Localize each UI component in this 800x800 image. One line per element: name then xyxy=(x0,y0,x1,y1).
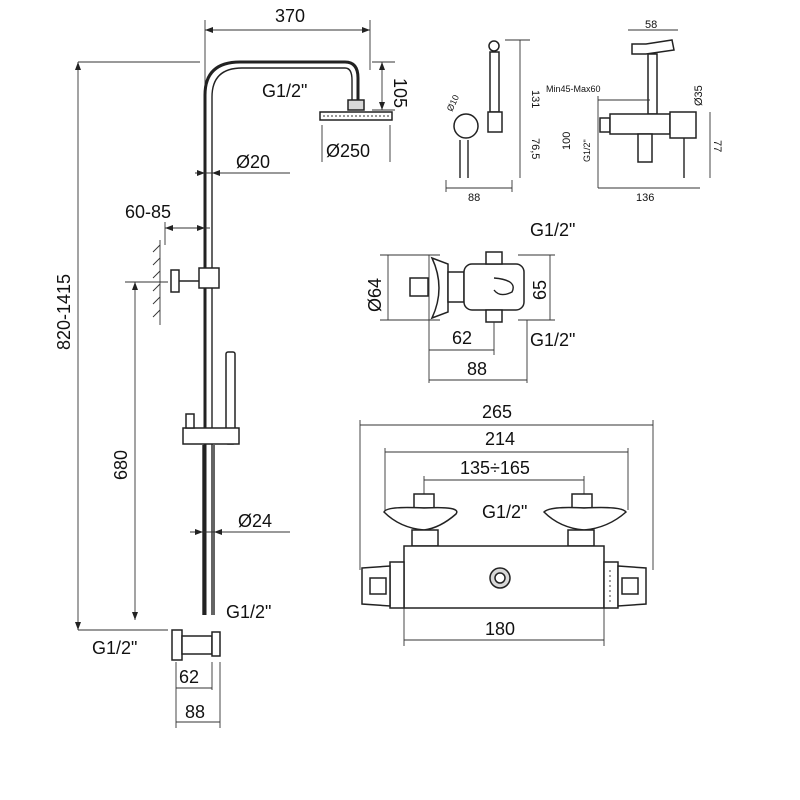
label-elbow-62: 62 xyxy=(179,667,199,687)
elbow-nut xyxy=(211,631,221,657)
slider-knob xyxy=(185,413,195,429)
bidet-side-view: 58 Min45-Max60 100 G1/2" Ø35 77 136 xyxy=(546,19,723,204)
left-handle-cap xyxy=(369,577,387,595)
label-bidet-136: 136 xyxy=(636,192,654,204)
valve-collar xyxy=(447,271,465,303)
bidet-wall-connector xyxy=(599,117,611,133)
label-valve-top-thread: G1/2" xyxy=(530,220,575,240)
arrow xyxy=(379,62,385,70)
arrow xyxy=(197,225,205,231)
bidet-nozzle-top xyxy=(488,40,500,52)
label-valve-88: 88 xyxy=(467,359,487,379)
label-head-diameter: Ø250 xyxy=(326,141,370,161)
bidet-holder xyxy=(487,111,503,133)
arrow xyxy=(205,27,213,33)
label-inlet-thread: G1/2" xyxy=(92,638,137,658)
label-bidet-wall-range: Min45-Max60 xyxy=(546,84,601,94)
label-valve-62: 62 xyxy=(452,328,472,348)
label-bracket-height: 680 xyxy=(111,450,131,480)
arrow xyxy=(195,529,203,535)
right-inlet-nipple xyxy=(571,493,593,509)
bidet-front-view: Ø10 131 76,5 88 xyxy=(445,39,541,204)
valve-internal-curve xyxy=(493,277,514,296)
right-eccentric-nut xyxy=(567,529,595,547)
label-total-height: 820-1415 xyxy=(54,274,74,350)
arrow xyxy=(214,529,222,535)
wall-hatch xyxy=(152,244,161,318)
label-valve-bottom-thread: G1/2" xyxy=(530,330,575,350)
bracket-clamp xyxy=(198,267,220,289)
label-bidet-thread: G1/2" xyxy=(582,139,592,162)
arrow xyxy=(75,62,81,70)
label-bidet-76-5: 76,5 xyxy=(529,138,541,159)
left-eccentric-nut xyxy=(411,529,439,547)
label-bidet-88: 88 xyxy=(468,192,480,204)
arrow xyxy=(165,225,173,231)
right-wall-rosette xyxy=(542,506,627,531)
left-wall-rosette xyxy=(383,506,458,531)
bidet-body xyxy=(647,53,658,115)
label-mixer-180: 180 xyxy=(485,619,515,639)
label-elbow-88: 88 xyxy=(185,702,205,722)
mixer-outlet-hole xyxy=(494,572,506,584)
arrow xyxy=(197,170,205,176)
label-bidet-131: 131 xyxy=(529,90,541,108)
label-arm-width: 370 xyxy=(275,6,305,26)
bidet-knob xyxy=(669,111,697,139)
riser-pipe xyxy=(203,60,360,615)
head-connector xyxy=(347,99,365,111)
valve-handle xyxy=(430,256,449,320)
bidet-valve-body xyxy=(609,113,671,135)
valve-top-outlet xyxy=(485,251,503,265)
diverter-valve: G1/2" Ø64 65 62 G1/2" 88 xyxy=(365,220,575,383)
label-bracket-offset: 60-85 xyxy=(125,202,171,222)
shower-column: 370 105 G1/2" Ø250 Ø20 60-85 xyxy=(54,6,410,728)
arrow xyxy=(379,102,385,110)
label-bidet-58: 58 xyxy=(645,19,657,31)
label-bidet-d35: Ø35 xyxy=(693,85,705,106)
label-bidet-d10: Ø10 xyxy=(445,93,461,113)
label-outlet-thread: G1/2" xyxy=(226,602,271,622)
right-handle-ring xyxy=(603,561,619,609)
wall-bracket-plate xyxy=(170,269,180,293)
arrow xyxy=(75,622,81,630)
thermostatic-mixer: 265 214 135÷165 G1/2" xyxy=(359,402,654,646)
label-lower-tube-diameter: Ø24 xyxy=(238,511,272,531)
bidet-hose-outlet xyxy=(637,133,653,163)
label-mixer-thread: G1/2" xyxy=(482,502,527,522)
arrow xyxy=(212,170,220,176)
slider-holder xyxy=(182,427,240,445)
riser-pipe-inner xyxy=(211,67,353,615)
label-valve-65: 65 xyxy=(530,280,550,300)
bidet-nozzle-head xyxy=(631,39,675,55)
elbow-body xyxy=(181,635,213,655)
valve-knob-square xyxy=(409,277,429,297)
arrow xyxy=(362,27,370,33)
right-handle-cap xyxy=(621,577,639,595)
arrow xyxy=(132,612,138,620)
bidet-handle xyxy=(489,51,500,113)
label-mixer-265: 265 xyxy=(482,402,512,422)
label-bidet-100: 100 xyxy=(561,132,573,150)
label-mixer-214: 214 xyxy=(485,429,515,449)
label-mixer-centres: 135÷165 xyxy=(460,458,530,478)
elbow-flange xyxy=(171,629,183,661)
bidet-wall-rosette xyxy=(453,113,479,139)
left-handle-ring xyxy=(389,561,405,609)
label-bidet-77: 77 xyxy=(711,140,723,152)
label-riser-diameter: Ø20 xyxy=(236,152,270,172)
label-valve-d64: Ø64 xyxy=(365,278,385,312)
left-inlet-nipple xyxy=(413,493,435,509)
label-head-thread: G1/2" xyxy=(262,81,307,101)
arrow xyxy=(132,282,138,290)
label-head-drop: 105 xyxy=(390,78,410,108)
valve-body xyxy=(463,263,525,311)
valve-bottom-outlet xyxy=(485,309,503,323)
